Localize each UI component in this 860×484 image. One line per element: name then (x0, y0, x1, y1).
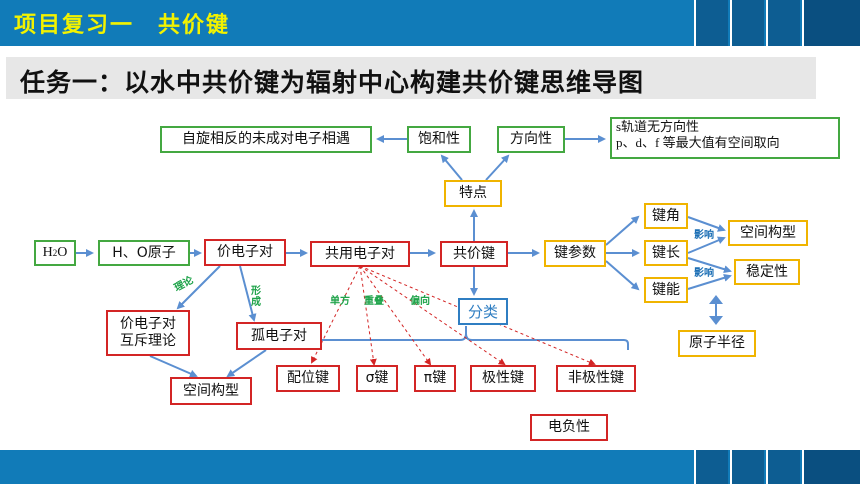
header-decoration (766, 0, 800, 46)
node-vsepr-theory: 价电子对 互斥理论 (106, 310, 190, 356)
node-nonpolar-bond: 非极性键 (556, 365, 636, 392)
h2o-subscript: 2 (52, 247, 58, 258)
vsepr-line-2: 互斥理论 (120, 333, 176, 349)
node-bond-angle: 键角 (644, 203, 688, 229)
subtitle: 任务一：以水中共价键为辐射中心构建共价键思维导图 (20, 68, 645, 97)
edge-label-overlap: 重叠 (364, 296, 384, 307)
edge-label-influence-1: 影响 (694, 230, 714, 241)
edge-label-influence-2: 影响 (694, 268, 714, 279)
footer-decoration (802, 450, 860, 484)
edge-label-shift: 偏向 (410, 296, 430, 307)
node-directionality: 方向性 (497, 126, 565, 153)
directionality-note-line-2: p、d、f 等最大值有空间取向 (616, 134, 780, 150)
subtitle-band: 任务一：以水中共价键为辐射中心构建共价键思维导图 (6, 57, 816, 99)
footer-decoration (694, 450, 728, 484)
node-bond-parameters: 键参数 (544, 240, 606, 267)
edge-label-one-side: 单方 (330, 296, 350, 307)
edge-label-form: 形成 (251, 286, 261, 308)
node-coordinate-bond: 配位键 (276, 365, 340, 392)
directionality-note-line-1: s轨道无方向性 (616, 119, 700, 134)
node-covalent-bond: 共价键 (440, 241, 508, 267)
node-bond-energy: 键能 (644, 277, 688, 303)
node-atomic-radius: 原子半径 (678, 330, 756, 357)
node-valence-electron-pair: 价电子对 (204, 239, 286, 266)
node-polar-bond: 极性键 (470, 365, 536, 392)
node-saturation-note: 自旋相反的未成对电子相遇 (160, 126, 372, 153)
vsepr-line-1: 价电子对 (120, 316, 176, 333)
node-electronegativity: 电负性 (530, 414, 608, 441)
node-spatial-structure-left: 空间构型 (170, 377, 252, 405)
node-classification: 分类 (458, 298, 508, 325)
header-decoration (694, 0, 728, 46)
h2o-tail: O (57, 244, 68, 260)
node-lone-pair: 孤电子对 (236, 322, 322, 350)
h2o-text: H (42, 244, 53, 260)
header-title: 项目复习一 共价键 (14, 13, 231, 38)
footer-bar (0, 450, 860, 484)
node-features: 特点 (444, 180, 502, 207)
header-bar: 项目复习一 共价键 (0, 0, 860, 46)
node-spatial-structure-right: 空间构型 (728, 220, 808, 246)
header-decoration (802, 0, 860, 46)
footer-decoration (766, 450, 800, 484)
footer-decoration (730, 450, 764, 484)
header-decoration (730, 0, 764, 46)
node-saturation: 饱和性 (407, 126, 471, 153)
node-stability: 稳定性 (734, 259, 800, 285)
node-pi-bond: π键 (414, 365, 456, 392)
node-directionality-note: s轨道无方向性 p、d、f 等最大值有空间取向 (610, 117, 840, 159)
node-shared-electron-pair: 共用电子对 (310, 241, 410, 267)
node-h-o-atoms: H、O原子 (98, 240, 190, 266)
node-bond-length: 键长 (644, 240, 688, 266)
node-sigma-bond: σ键 (356, 365, 398, 392)
